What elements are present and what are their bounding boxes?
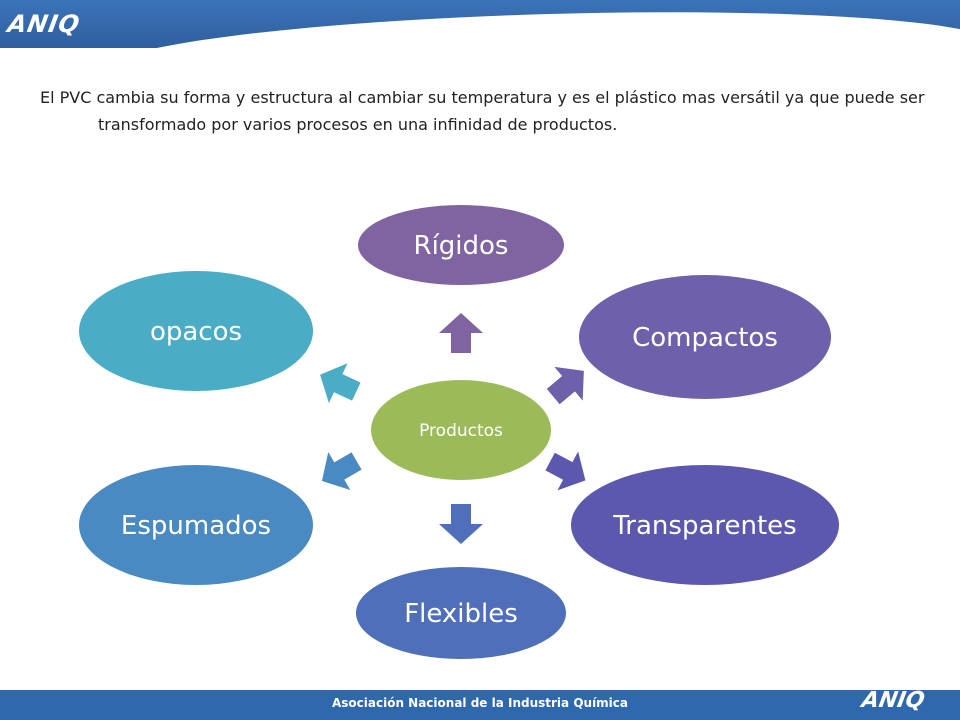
arrow-shape-compactos <box>546 366 584 405</box>
arrow-flexibles <box>439 504 483 544</box>
arrow-shape-transparentes <box>545 451 586 491</box>
node-label-rigidos: Rígidos <box>414 231 509 261</box>
node-shape-opacos <box>79 271 313 391</box>
arrow-shape-flexibles <box>439 504 483 544</box>
header-band <box>0 0 960 48</box>
node-shape-flexibles <box>356 567 566 659</box>
node-shape-transparentes <box>571 465 839 585</box>
center-node-shape <box>371 380 551 480</box>
node-transparentes: Transparentes <box>571 465 839 585</box>
center-node: Productos <box>371 380 551 480</box>
node-label-espumados: Espumados <box>121 511 271 541</box>
node-label-flexibles: Flexibles <box>404 599 518 629</box>
arrow-rigidos <box>439 313 483 353</box>
arrow-shape-espumados <box>321 451 362 491</box>
intro-paragraph: El PVC cambia su forma y estructura al c… <box>40 88 925 134</box>
footer-org-name: Asociación Nacional de la Industria Quím… <box>331 696 629 710</box>
node-label-compactos: Compactos <box>632 323 778 353</box>
node-rigidos: Rígidos <box>358 205 564 285</box>
arrow-opacos <box>320 363 361 404</box>
node-label-transparentes: Transparentes <box>612 511 796 541</box>
node-label-opacos: opacos <box>150 317 242 347</box>
node-shape-espumados <box>79 465 313 585</box>
arrow-shape-opacos <box>320 363 361 404</box>
node-shape-rigidos <box>358 205 564 285</box>
arrow-compactos <box>546 366 584 405</box>
node-flexibles: Flexibles <box>356 567 566 659</box>
center-node-label: Productos <box>419 421 503 441</box>
node-shape-compactos <box>579 275 831 399</box>
footer-band <box>0 690 960 720</box>
footer-aniq-logo: ANIQ <box>859 688 927 713</box>
aniq-logo: ANIQ <box>5 10 83 38</box>
arrow-shape-rigidos <box>439 313 483 353</box>
arrow-espumados <box>321 451 362 491</box>
node-espumados: Espumados <box>79 465 313 585</box>
node-opacos: opacos <box>79 271 313 391</box>
arrow-transparentes <box>545 451 586 491</box>
node-compactos: Compactos <box>579 275 831 399</box>
